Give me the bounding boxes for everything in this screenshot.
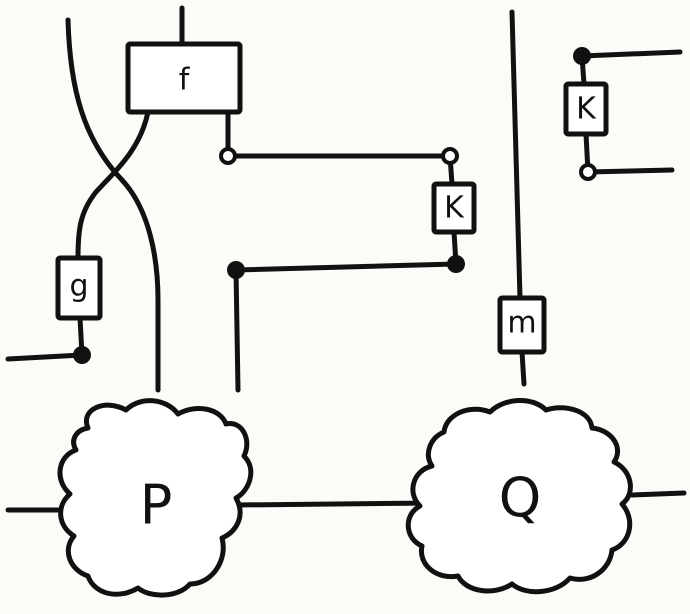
filled-dot-k-bottom	[447, 255, 465, 273]
wire-m-to-q	[519, 349, 527, 387]
filled-dot-g-output	[73, 346, 91, 364]
wire-dot-to-p	[233, 267, 241, 393]
blob-q-label: Q	[499, 467, 542, 530]
blob-q: Q	[405, 397, 633, 595]
blob-p-label: P	[140, 474, 173, 537]
box-k-right: K	[563, 81, 609, 137]
wire-top-to-m	[509, 9, 523, 301]
wire-left-crossing-to-p	[65, 17, 161, 393]
box-m: m	[497, 295, 547, 355]
box-k-right-label: K	[576, 92, 597, 127]
wire-right-k-top-out	[579, 49, 683, 59]
blob-p: P	[57, 398, 254, 598]
box-f-label: f	[179, 63, 191, 98]
open-dot-f-right	[219, 147, 237, 165]
wire-q-to-right	[629, 490, 687, 498]
box-g-label: g	[69, 269, 88, 304]
wire-dot-to-left-edge	[5, 352, 85, 362]
box-g: g	[55, 255, 103, 321]
wire-cup	[233, 261, 459, 273]
filled-dot-right-k-top	[573, 47, 591, 65]
wire-f-to-g	[75, 109, 151, 261]
wire-p-to-q	[233, 500, 439, 508]
wire-right-k-bottom-out	[585, 167, 675, 175]
open-dot-right-k-bottom	[579, 163, 597, 181]
box-k-left-label: K	[444, 191, 465, 226]
open-dot-k-top	[441, 147, 459, 165]
box-f: f	[125, 41, 243, 115]
box-m-label: m	[507, 306, 536, 341]
filled-dot-cup-left	[227, 261, 245, 279]
box-k-left: K	[431, 181, 477, 235]
